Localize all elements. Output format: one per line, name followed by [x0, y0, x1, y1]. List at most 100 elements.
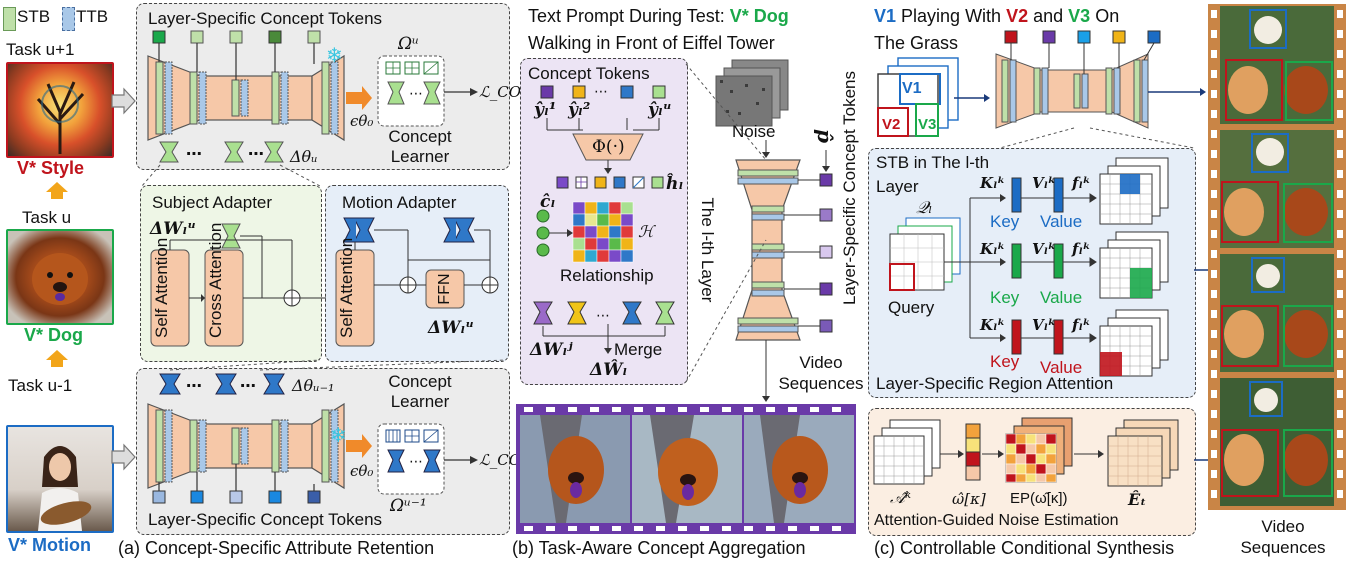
arrow-up-stem — [51, 359, 63, 367]
svg-text:⋯: ⋯ — [596, 308, 610, 324]
prompt-v2: V2 — [1006, 6, 1029, 26]
delta-theta-u: Δθᵤ — [290, 147, 318, 166]
style-label: V* Style — [17, 158, 85, 178]
motion-task-image — [6, 425, 114, 533]
concept-learner-bottom: Concept Learner — [388, 372, 452, 411]
film-video-sequences: Video Sequences — [1240, 517, 1326, 557]
style-task-image — [6, 62, 114, 158]
svg-text:⋯: ⋯ — [186, 144, 202, 163]
value-label-1: Value — [1040, 212, 1083, 231]
merge-label: Merge — [614, 340, 663, 359]
q-label: 𝒬ₗ — [916, 198, 933, 218]
svg-text:⋯: ⋯ — [594, 84, 608, 100]
prompt-highlight: V* Dog — [729, 6, 789, 26]
noise-est-label: Attention-Guided Noise Estimation — [874, 512, 1119, 529]
svg-text:❄: ❄ — [330, 423, 347, 447]
legend-ttb-swatch — [62, 7, 75, 31]
v-label-1: Vₗᵏ — [1032, 174, 1056, 192]
y-hat-1: ŷₗ¹ — [534, 100, 557, 120]
prompt-line-2: Walking in Front of Eiffel Tower — [528, 33, 775, 53]
svg-text:❄: ❄ — [326, 43, 343, 67]
task-prev-label: Task u-1 — [8, 376, 73, 395]
k-label-3: Kₗᵏ — [980, 316, 1006, 334]
h-hat: ĥₗ — [666, 174, 684, 194]
video-sequences-b: Video Sequences — [778, 353, 864, 393]
omega-k-label: ω̂[κ] — [952, 490, 986, 508]
omega-u: Ωᵘ — [398, 34, 419, 54]
video-frame-2 — [632, 415, 742, 523]
concept-learner-top: Concept Learner — [388, 127, 452, 166]
f-label-1: fₗᵏ — [1072, 174, 1091, 192]
prompt-end: On — [1090, 6, 1120, 26]
prompt-v3: V3 — [1068, 6, 1091, 26]
y-hat-u: ŷₗᵘ — [648, 100, 672, 120]
relationship-label: Relationship — [560, 266, 654, 285]
phi-label: Φ(·) — [592, 137, 625, 157]
key-label-2: Key — [990, 288, 1020, 307]
noise-label: Noise — [732, 122, 776, 141]
task-next-label: Task u+1 — [6, 40, 75, 59]
caption-c: (c) Controllable Conditional Synthesis — [874, 538, 1175, 558]
delta-w-subject: ΔWₗᵘ — [150, 219, 197, 239]
v3-mask: V3 — [918, 116, 937, 133]
svg-text:⋯: ⋯ — [409, 86, 423, 102]
delta-w-motion: ΔWₗᵘ — [428, 318, 475, 338]
caption-b: (b) Task-Aware Concept Aggregation — [512, 538, 806, 558]
prompt-line-1: Text Prompt During Test: V* Dog — [528, 6, 789, 27]
legend-stb-swatch — [3, 7, 16, 31]
svg-text:⋯: ⋯ — [409, 454, 423, 470]
delta-w-j: ΔWₗʲ — [530, 340, 573, 360]
subject-adapter-title: Subject Adapter — [152, 193, 273, 212]
f-label-2: fₗᵏ — [1072, 240, 1091, 258]
c-hat: ĉₗ — [540, 192, 556, 212]
loss-top: ℒ_COL — [479, 83, 532, 101]
unet-top: ❄ — [147, 30, 372, 142]
right-arrow-icon — [111, 87, 136, 115]
prompt-v1: V1 — [874, 6, 897, 26]
concept-tokens-title: Concept Tokens — [528, 64, 650, 83]
unet-bottom: ⋯ ⋯ ❄ — [147, 373, 372, 504]
eps-top: ϵθ₀ — [350, 112, 374, 130]
prompt-mid1: Playing With — [896, 6, 1007, 26]
y-hat-2: ŷₗ² — [568, 100, 591, 120]
arrow-up-stem — [51, 191, 63, 199]
legend-stb: STB — [17, 7, 51, 26]
arrow-up-icon — [46, 350, 68, 360]
prompt-prefix: Text Prompt During Test: — [528, 6, 730, 26]
legend-ttb: TTB — [76, 7, 109, 26]
e-hat-label: Êₜ — [1128, 490, 1147, 509]
a-hat-label: 𝒜̂ᵏ — [890, 488, 911, 507]
arrow-up-icon — [46, 182, 68, 192]
key-label-1: Key — [990, 212, 1020, 231]
motion-adapter-title: Motion Adapter — [342, 193, 457, 212]
video-frame-1 — [520, 415, 630, 523]
ep-label: EP(ω̂[κ]) — [1010, 490, 1068, 507]
stb-title: STB in The l-th Layer — [876, 153, 990, 196]
video-frame-3 — [744, 415, 854, 523]
svg-text:⋯: ⋯ — [240, 376, 256, 395]
task-cur-label: Task u — [22, 208, 72, 227]
eps-bottom: ϵθ₀ — [350, 462, 374, 480]
h-script: ℋ — [638, 222, 654, 241]
query-label: Query — [888, 298, 935, 317]
right-arrow-icon — [111, 443, 136, 471]
value-label-3: Value — [1040, 358, 1083, 377]
prompt-c-line1: V1 Playing With V2 and V3 On — [874, 6, 1119, 27]
f-label-3: fₗᵏ — [1072, 316, 1091, 334]
svg-text:⋯: ⋯ — [248, 144, 264, 163]
delta-theta-u1: Δθᵤ₋₁ — [292, 376, 335, 395]
v-label-2: Vₗᵏ — [1032, 240, 1056, 258]
prompt-mid2: and — [1028, 6, 1069, 26]
svg-text:⋯: ⋯ — [186, 376, 202, 395]
delta-w-hat: ΔŴₗ — [590, 360, 628, 380]
caption-a: (a) Concept-Specific Attribute Retention — [118, 538, 435, 558]
dog-label: V* Dog — [24, 325, 84, 345]
v2-mask: V2 — [882, 116, 901, 133]
panel-a-bottom-title: Layer-Specific Concept Tokens — [148, 510, 383, 529]
region-attention-label: Layer-Specific Region Attention — [876, 374, 1114, 393]
k-label-1: Kₗᵏ — [980, 174, 1006, 192]
v-label-3: Vₗᵏ — [1032, 316, 1056, 334]
